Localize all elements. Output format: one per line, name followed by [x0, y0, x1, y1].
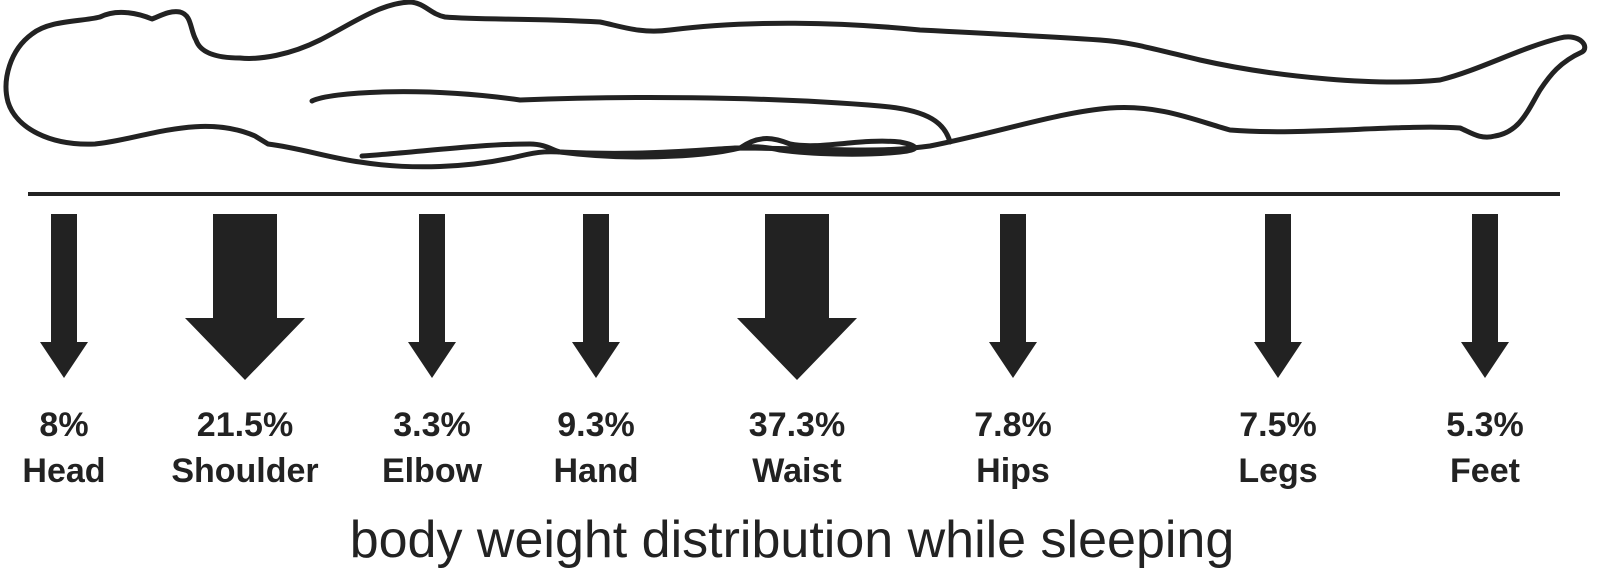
- part-label-legs: Legs: [1238, 452, 1317, 490]
- value-label-hand: 9.3%: [557, 406, 635, 444]
- value-label-shoulder: 21.5%: [197, 406, 293, 444]
- arrow-legs: [1254, 214, 1302, 378]
- arrow-hips: [989, 214, 1037, 378]
- labels-layer: 8% Head 21.5% Shoulder 3.3% Elbow 9.3% Hand 37.3…: [22, 406, 1523, 490]
- part-label-elbow: Elbow: [382, 452, 483, 490]
- arrows-layer: [40, 214, 1509, 380]
- arrow-elbow: [408, 214, 456, 378]
- part-label-shoulder: Shoulder: [171, 452, 318, 490]
- arrow-shoulder: [185, 214, 305, 380]
- value-label-head: 8%: [39, 406, 88, 444]
- arrow-waist: [737, 214, 857, 380]
- part-label-head: Head: [22, 452, 105, 490]
- part-label-waist: Waist: [752, 452, 841, 490]
- arrow-feet: [1461, 214, 1509, 378]
- arrow-head: [40, 214, 88, 378]
- value-label-elbow: 3.3%: [393, 406, 471, 444]
- value-label-legs: 7.5%: [1239, 406, 1317, 444]
- value-label-feet: 5.3%: [1446, 406, 1524, 444]
- part-label-hand: Hand: [554, 452, 639, 490]
- arrow-hand: [572, 214, 620, 378]
- value-label-hips: 7.8%: [974, 406, 1052, 444]
- part-label-hips: Hips: [976, 452, 1050, 490]
- diagram-caption: body weight distribution while sleeping: [350, 511, 1235, 569]
- value-label-waist: 37.3%: [749, 406, 845, 444]
- part-label-feet: Feet: [1450, 452, 1520, 490]
- sleeping-person-outline: [3, 0, 1588, 170]
